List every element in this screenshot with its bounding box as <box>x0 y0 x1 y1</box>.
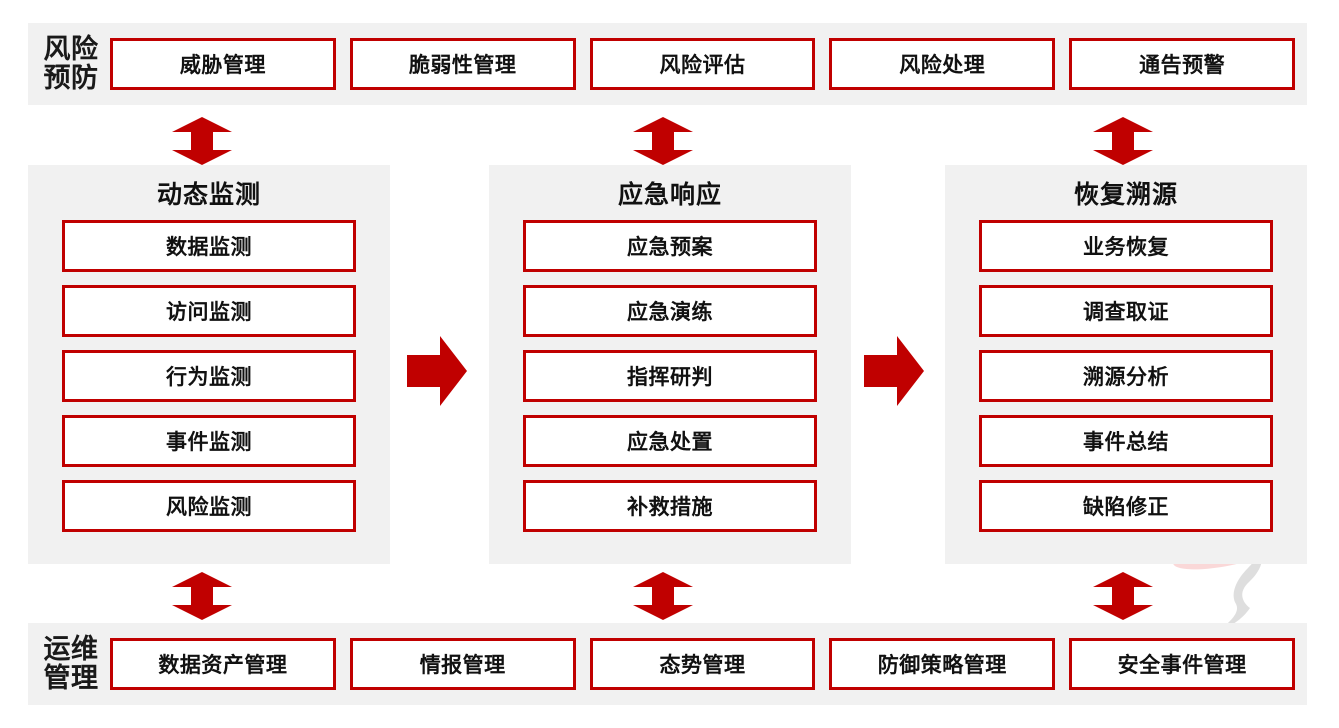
right-arrow-monitoring-to-response <box>407 336 467 406</box>
risk-prevention-item-notification-warning[interactable]: 通告预警 <box>1069 38 1295 90</box>
recovery-item-business-recovery[interactable]: 业务恢复 <box>979 220 1273 272</box>
ops-item-defense-policy-management[interactable]: 防御策略管理 <box>829 638 1056 690</box>
recovery-item-traceability-analysis[interactable]: 溯源分析 <box>979 350 1273 402</box>
dynamic-monitoring-panel: 动态监测 数据监测 访问监测 行为监测 事件监测 风险监测 <box>28 165 390 564</box>
dynamic-monitoring-items: 数据监测 访问监测 行为监测 事件监测 风险监测 <box>28 220 390 532</box>
emergency-response-items: 应急预案 应急演练 指挥研判 应急处置 补救措施 <box>489 220 851 532</box>
risk-prevention-label-line2: 预防 <box>43 63 99 93</box>
ops-management-band: 运维 管理 数据资产管理 情报管理 态势管理 防御策略管理 安全事件管理 <box>28 623 1307 705</box>
risk-prevention-items: 威胁管理 脆弱性管理 风险评估 风险处理 通告预警 <box>110 23 1295 105</box>
recovery-traceability-panel: 恢复溯源 业务恢复 调查取证 溯源分析 事件总结 缺陷修正 <box>945 165 1307 564</box>
emergency-response-panel: 应急响应 应急预案 应急演练 指挥研判 应急处置 补救措施 <box>489 165 851 564</box>
monitoring-item-behavior[interactable]: 行为监测 <box>62 350 356 402</box>
response-item-remediation[interactable]: 补救措施 <box>523 480 817 532</box>
monitoring-item-access[interactable]: 访问监测 <box>62 285 356 337</box>
dynamic-monitoring-title: 动态监测 <box>156 181 261 209</box>
monitoring-item-data[interactable]: 数据监测 <box>62 220 356 272</box>
risk-prevention-item-threat-management[interactable]: 威胁管理 <box>110 38 336 90</box>
risk-prevention-item-vulnerability-management[interactable]: 脆弱性管理 <box>349 38 576 90</box>
ops-item-data-asset-management[interactable]: 数据资产管理 <box>110 638 336 690</box>
up-down-arrow-monitoring-to-ops <box>172 572 232 620</box>
up-down-arrow-prevention-to-recovery <box>1093 117 1153 165</box>
response-item-command-analysis[interactable]: 指挥研判 <box>523 350 817 402</box>
ops-item-intelligence-management[interactable]: 情报管理 <box>349 638 576 690</box>
ops-item-security-event-management[interactable]: 安全事件管理 <box>1069 638 1295 690</box>
recovery-item-investigation-forensics[interactable]: 调查取证 <box>979 285 1273 337</box>
recovery-traceability-title: 恢复溯源 <box>1073 181 1178 209</box>
up-down-arrow-response-to-ops <box>633 572 693 620</box>
risk-prevention-band: 风险 预防 威胁管理 脆弱性管理 风险评估 风险处理 通告预警 <box>28 23 1307 105</box>
risk-prevention-label-line1: 风险 <box>43 33 99 64</box>
response-item-drill[interactable]: 应急演练 <box>523 285 817 337</box>
recovery-item-event-summary[interactable]: 事件总结 <box>979 415 1273 467</box>
monitoring-item-event[interactable]: 事件监测 <box>62 415 356 467</box>
emergency-response-title: 应急响应 <box>617 181 722 209</box>
ops-management-items: 数据资产管理 情报管理 态势管理 防御策略管理 安全事件管理 <box>110 623 1295 705</box>
ops-management-label-line1: 运维 <box>43 633 99 664</box>
risk-prevention-item-risk-assessment[interactable]: 风险评估 <box>589 38 816 90</box>
risk-prevention-label: 风险 预防 <box>32 33 110 93</box>
recovery-traceability-items: 业务恢复 调查取证 溯源分析 事件总结 缺陷修正 <box>945 220 1307 532</box>
ops-management-label-line2: 管理 <box>43 663 99 693</box>
response-item-disposal[interactable]: 应急处置 <box>523 415 817 467</box>
recovery-item-defect-correction[interactable]: 缺陷修正 <box>979 480 1273 532</box>
up-down-arrow-prevention-to-monitoring <box>172 117 232 165</box>
monitoring-item-risk[interactable]: 风险监测 <box>62 480 356 532</box>
ops-item-situation-management[interactable]: 态势管理 <box>589 638 816 690</box>
up-down-arrow-recovery-to-ops <box>1093 572 1153 620</box>
right-arrow-response-to-recovery <box>864 336 924 406</box>
response-item-plan[interactable]: 应急预案 <box>523 220 817 272</box>
risk-prevention-item-risk-treatment[interactable]: 风险处理 <box>829 38 1056 90</box>
up-down-arrow-prevention-to-response <box>633 117 693 165</box>
ops-management-label: 运维 管理 <box>32 633 110 693</box>
